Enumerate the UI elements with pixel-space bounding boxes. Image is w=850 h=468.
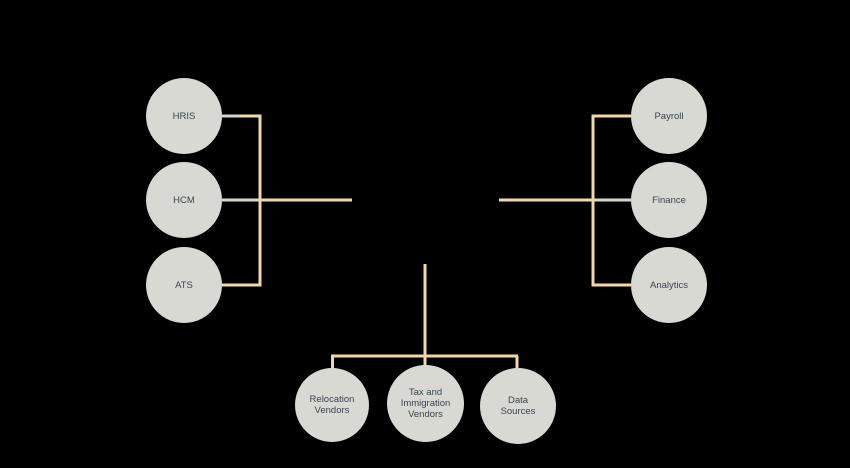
ats-node: ATS (146, 247, 222, 323)
payroll-node: Payroll (631, 78, 707, 154)
data-sources-label: Data Sources (501, 395, 536, 417)
hcm-node: HCM (146, 162, 222, 238)
relocation-vendors-label: Relocation Vendors (310, 394, 355, 416)
finance-node: Finance (631, 162, 707, 238)
relocation-label-line-2: Vendors (314, 405, 350, 416)
hcm-label: HCM (173, 194, 195, 206)
tax-immigration-vendors-label: Tax and Immigration Vendors (401, 387, 451, 420)
analytics-label: Analytics (649, 279, 688, 291)
hris-label: HRIS (172, 110, 196, 122)
payroll-label: Payroll (654, 110, 684, 122)
tax-label-line-2: Immigration (400, 398, 451, 409)
tax-label-line-1: Tax and (408, 387, 443, 398)
relocation-label-line-1: Relocation (309, 394, 355, 405)
data-sources-label-line-2: Sources (500, 406, 536, 417)
tax-immigration-vendors-node: Tax and Immigration Vendors (387, 365, 464, 442)
relocation-vendors-node: Relocation Vendors (295, 368, 369, 442)
analytics-node: Analytics (631, 247, 707, 323)
ats-label: ATS (175, 279, 193, 291)
finance-label: Finance (652, 194, 686, 206)
data-sources-label-line-1: Data (507, 395, 529, 406)
tax-label-line-3: Vendors (408, 409, 443, 420)
data-sources-node: Data Sources (480, 368, 556, 444)
hris-node: HRIS (146, 78, 222, 154)
